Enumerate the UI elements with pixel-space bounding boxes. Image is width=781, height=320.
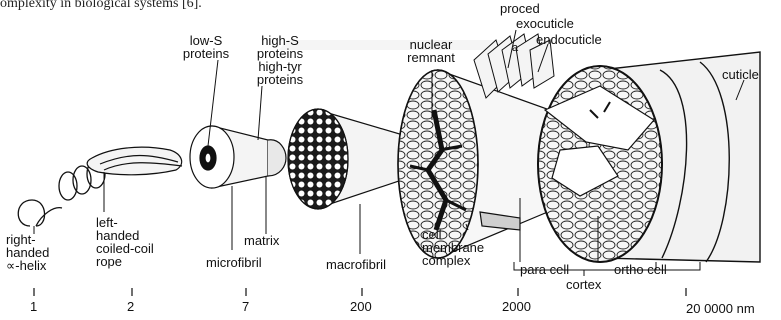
microfibril-unit bbox=[190, 126, 286, 188]
label-ortho-cell: ortho cell bbox=[614, 263, 667, 276]
label-cell-membrane-complex: cell membrane complex bbox=[422, 228, 484, 267]
label-exocuticle: exocuticle bbox=[516, 17, 574, 30]
label-endocuticle: endocuticle bbox=[536, 33, 602, 46]
scale-1: 1 bbox=[30, 299, 37, 314]
label-low-s-proteins: low-S proteins bbox=[174, 34, 238, 60]
scale-7: 7 bbox=[242, 299, 249, 314]
label-nuclear-remnant: nuclear remnant bbox=[392, 38, 470, 64]
label-microfibril: microfibril bbox=[206, 256, 262, 269]
label-cuticle: cuticle bbox=[722, 68, 759, 81]
label-matrix: matrix bbox=[244, 234, 279, 247]
label-cortex: cortex bbox=[566, 278, 601, 291]
label-a-marker: a bbox=[512, 42, 518, 54]
scale-20000-nm: 20 0000 nm bbox=[686, 301, 755, 316]
label-para-cell: para cell bbox=[520, 263, 569, 276]
scale-2: 2 bbox=[127, 299, 134, 314]
label-alpha-helix: right- handed ∝-helix bbox=[6, 233, 49, 272]
scale-2000: 2000 bbox=[502, 299, 531, 314]
scale-200: 200 bbox=[350, 299, 372, 314]
label-coiled-coil: left- handed coiled-coil rope bbox=[96, 216, 154, 268]
label-cut-top: proced bbox=[500, 2, 540, 15]
coiled-coil-rope bbox=[87, 147, 182, 175]
cortex-cylinder bbox=[538, 52, 760, 262]
label-high-s-proteins: high-S proteins high-tyr proteins bbox=[244, 34, 316, 86]
label-macrofibril: macrofibril bbox=[326, 258, 386, 271]
